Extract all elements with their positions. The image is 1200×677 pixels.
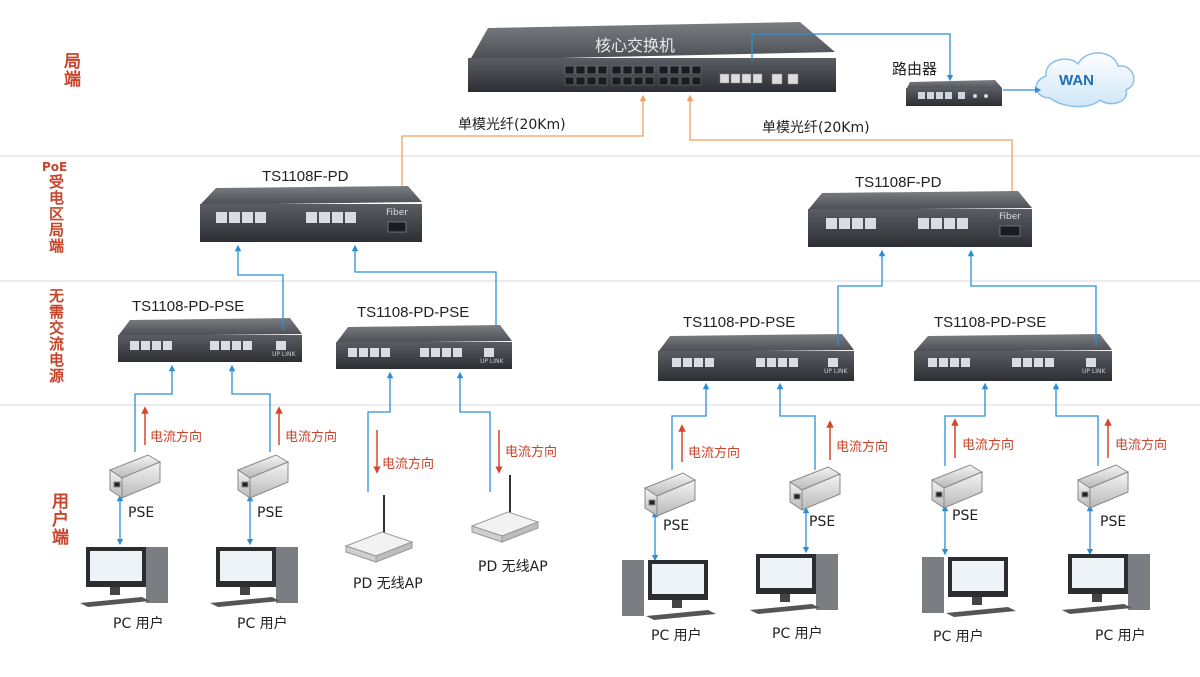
wan-label: WAN bbox=[1059, 72, 1094, 89]
router-label: 路由器 bbox=[892, 60, 938, 78]
ap-icon bbox=[344, 495, 414, 563]
pc-label: PC 用户 bbox=[933, 629, 984, 645]
pd-switch-title: TS1108F-PD bbox=[262, 168, 349, 185]
zone-label-pd-office: 受电区局端 bbox=[47, 174, 65, 254]
router bbox=[906, 80, 1002, 106]
pse-switch-title: TS1108-PD-PSE bbox=[934, 314, 1047, 331]
current-direction-label: 电流方向 bbox=[285, 430, 338, 445]
zone-label-no-ac: 无需交流电源 bbox=[47, 288, 65, 384]
pse-icon bbox=[643, 472, 697, 517]
pse-icon bbox=[788, 466, 842, 511]
current-direction-label: 电流方向 bbox=[962, 438, 1015, 453]
current-direction-label: 电流方向 bbox=[1115, 438, 1168, 453]
current-direction-arrows bbox=[141, 406, 1112, 474]
pse-switch-2 bbox=[336, 325, 512, 369]
pse-uplinks bbox=[234, 244, 1097, 346]
uplink-label: UP LINK bbox=[480, 358, 504, 365]
zone-label-poe: PoE bbox=[42, 160, 68, 174]
pse-icon bbox=[1076, 464, 1130, 509]
uplink-label: UP LINK bbox=[824, 368, 848, 375]
pse-icon bbox=[108, 454, 162, 499]
pc-icon bbox=[750, 554, 838, 614]
pc-label: PC 用户 bbox=[651, 628, 702, 644]
current-direction-label: 电流方向 bbox=[836, 440, 889, 455]
fiber-port-label: Fiber bbox=[999, 212, 1021, 222]
zone-label-user: 用户端 bbox=[48, 492, 68, 546]
core-router-link bbox=[751, 33, 1042, 94]
ap-icon bbox=[470, 475, 540, 543]
pse-label: PSE bbox=[663, 518, 690, 534]
fiber-port-label: Fiber bbox=[386, 208, 408, 218]
pse-label: PSE bbox=[952, 508, 979, 524]
pse-switch-title: TS1108-PD-PSE bbox=[683, 314, 796, 331]
pc-label: PC 用户 bbox=[237, 616, 288, 632]
pse-label: PSE bbox=[128, 505, 155, 521]
pc-icons bbox=[80, 547, 1150, 620]
wireless-ap-icons bbox=[344, 475, 540, 563]
pse-switch-1 bbox=[118, 318, 302, 362]
current-direction-label: 电流方向 bbox=[150, 430, 203, 445]
wan-cloud-icon bbox=[1035, 52, 1135, 108]
pse-label: PSE bbox=[809, 514, 836, 530]
pse-switch-title: TS1108-PD-PSE bbox=[357, 304, 470, 321]
pd-switch-right bbox=[808, 191, 1032, 247]
pd-switch-title: TS1108F-PD bbox=[855, 174, 942, 191]
fiber-links bbox=[401, 94, 1013, 203]
user-links bbox=[116, 364, 1099, 562]
ap-label: PD 无线AP bbox=[353, 576, 423, 592]
ap-label: PD 无线AP bbox=[478, 559, 548, 575]
current-direction-label: 电流方向 bbox=[688, 446, 741, 461]
core-switch-ports bbox=[564, 65, 799, 86]
pse-injector-icons bbox=[108, 454, 1130, 517]
current-direction-label: 电流方向 bbox=[382, 457, 435, 472]
pse-switch-3 bbox=[658, 334, 854, 381]
pc-label: PC 用户 bbox=[772, 626, 823, 642]
zone-separators bbox=[0, 155, 1200, 406]
pc-label: PC 用户 bbox=[113, 616, 164, 632]
pd-switch-left bbox=[200, 186, 422, 242]
fiber-caption-right: 单模光纤(20Km) bbox=[762, 120, 870, 136]
core-switch-title: 核心交换机 bbox=[595, 36, 676, 55]
pse-switch-4 bbox=[914, 334, 1112, 381]
pc-icon bbox=[1062, 554, 1150, 614]
uplink-label: UP LINK bbox=[1082, 368, 1106, 375]
pse-icon bbox=[236, 454, 290, 499]
core-switch bbox=[468, 22, 836, 92]
pse-switch-title: TS1108-PD-PSE bbox=[132, 298, 245, 315]
current-direction-label: 电流方向 bbox=[505, 445, 558, 460]
pc-icon bbox=[80, 547, 168, 607]
uplink-label: UP LINK bbox=[272, 351, 296, 358]
zone-label-office: 局端 bbox=[60, 52, 80, 88]
pse-label: PSE bbox=[1100, 514, 1127, 530]
pse-label: PSE bbox=[257, 505, 284, 521]
pc-icon bbox=[622, 560, 716, 620]
fiber-caption-left: 单模光纤(20Km) bbox=[458, 117, 566, 133]
pse-icon bbox=[930, 464, 984, 509]
pc-icon bbox=[922, 557, 1016, 617]
pc-icon bbox=[210, 547, 298, 607]
pc-label: PC 用户 bbox=[1095, 628, 1146, 644]
